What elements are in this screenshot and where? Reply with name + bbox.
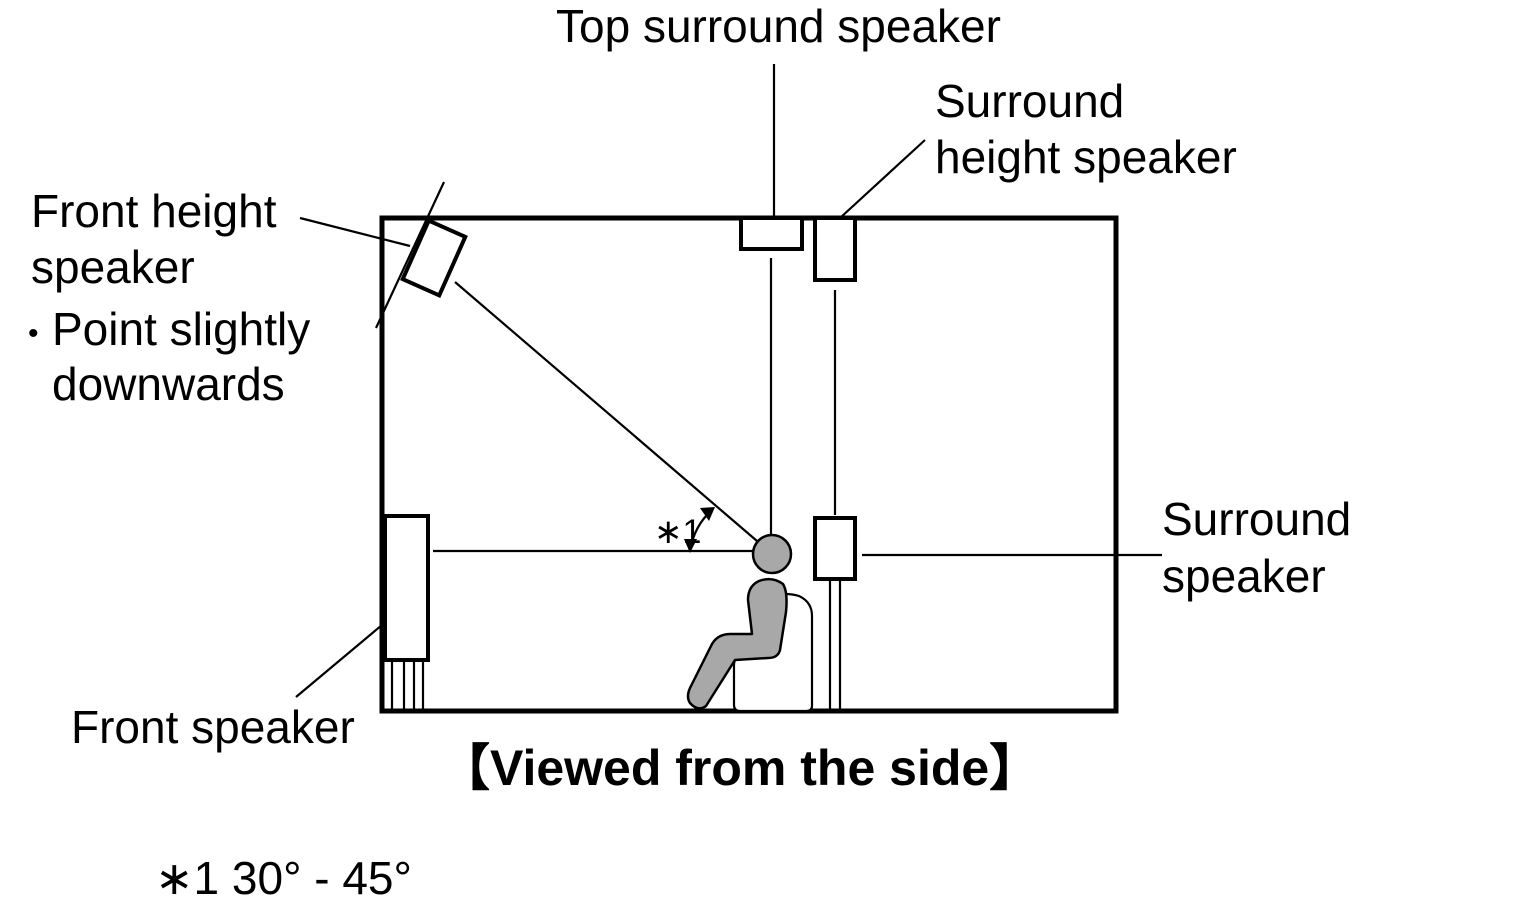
surround-height-speaker: [813, 216, 857, 282]
surround-height-leader: [839, 139, 926, 219]
surround-speaker-label-line2: speaker: [1162, 550, 1326, 602]
front-height-note-line1: Point slightly: [52, 303, 310, 355]
front-speaker-leader: [295, 624, 383, 698]
surround-speaker: [813, 516, 857, 581]
front-height-speaker-label-line1: Front height: [31, 185, 277, 237]
listener-head: [751, 533, 793, 575]
front-height-speaker: [400, 217, 468, 299]
surround-height-speaker-label-line1: Surround: [935, 75, 1124, 127]
front-height-note-line2: downwards: [52, 358, 285, 410]
angle-arrow-head-top: [700, 507, 715, 521]
front-speaker: [383, 514, 430, 662]
surround-speaker-label-line1: Surround: [1162, 493, 1351, 545]
angle-arrow-head-bottom: [684, 539, 697, 553]
front-height-mount-line: [375, 181, 445, 329]
diagram-caption: 【Viewed from the side】: [440, 740, 1039, 796]
listener-figure: [686, 533, 793, 710]
surround-height-speaker-label-line2: height speaker: [935, 131, 1237, 183]
front-height-note-bullet: •: [28, 317, 39, 350]
front-speaker-label: Front speaker: [71, 701, 355, 753]
front-height-leader: [299, 216, 411, 248]
top-surround-speaker: [739, 216, 804, 251]
listener-body: [686, 577, 788, 710]
angle-footnote: ∗1 30° - 45°: [155, 852, 412, 904]
top-surround-speaker-label: Top surround speaker: [556, 0, 1001, 52]
angle-marker-label: ∗1: [654, 513, 701, 551]
front-height-sight-line: [454, 281, 758, 542]
front-height-speaker-label-line2: speaker: [31, 241, 195, 293]
